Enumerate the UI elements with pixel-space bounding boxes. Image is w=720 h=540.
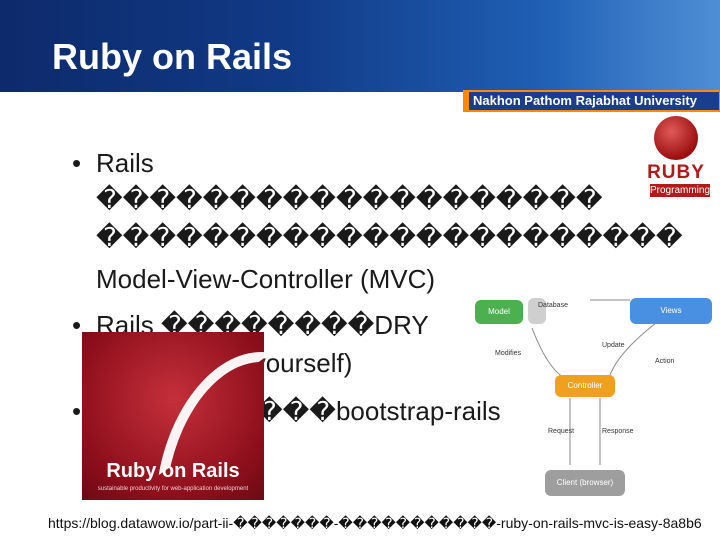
bullet-1-line-2: �������������������: [96, 184, 603, 214]
mvc-database-label: Database: [538, 302, 568, 309]
ruby-logo-subtext: Programming: [650, 184, 711, 197]
slide-header: Ruby on Rails: [0, 0, 720, 92]
database-icon: [528, 298, 546, 324]
source-url: https://blog.datawow.io/part-ii-�������-…: [48, 515, 702, 531]
mvc-client-node: Client (browser): [545, 470, 625, 496]
bullet-dot-icon: •: [72, 148, 82, 178]
mvc-request-label: Request: [548, 428, 575, 435]
ruby-logo-text: RUBY: [647, 162, 705, 183]
ruby-gem-icon: [654, 116, 698, 160]
mvc-action-label: Action: [655, 358, 675, 365]
rails-logo-subtext: sustainable productivity for web-applica…: [97, 486, 249, 492]
mvc-diagram: Model Database Views Update Modifies Act…: [470, 280, 720, 510]
ruby-programming-logo: RUBY Programming: [640, 116, 712, 197]
bullet-1-line-1: Rails: [96, 148, 154, 178]
bullet-dot-icon: •: [72, 396, 82, 426]
bullet-1-line-3: ����������������������: [96, 222, 683, 252]
rails-logo-text: Ruby on Rails: [106, 460, 240, 482]
mvc-update-label: Update: [602, 342, 625, 349]
bullet-1-line-4: Model-View-Controller (MVC): [96, 264, 436, 294]
mvc-controller-node: Controller: [555, 375, 615, 397]
university-banner: Nakhon Pathom Rajabhat University: [469, 92, 719, 110]
bullet-dot-icon: •: [72, 310, 82, 340]
mvc-response-label: Response: [602, 428, 634, 435]
mvc-modifies-label: Modifies: [495, 350, 522, 357]
mvc-model-node: Model: [475, 300, 523, 324]
mvc-views-node: Views: [630, 298, 712, 324]
slide-title: Ruby on Rails: [52, 36, 293, 77]
ruby-on-rails-logo: Ruby on Rails sustainable productivity f…: [82, 332, 272, 500]
